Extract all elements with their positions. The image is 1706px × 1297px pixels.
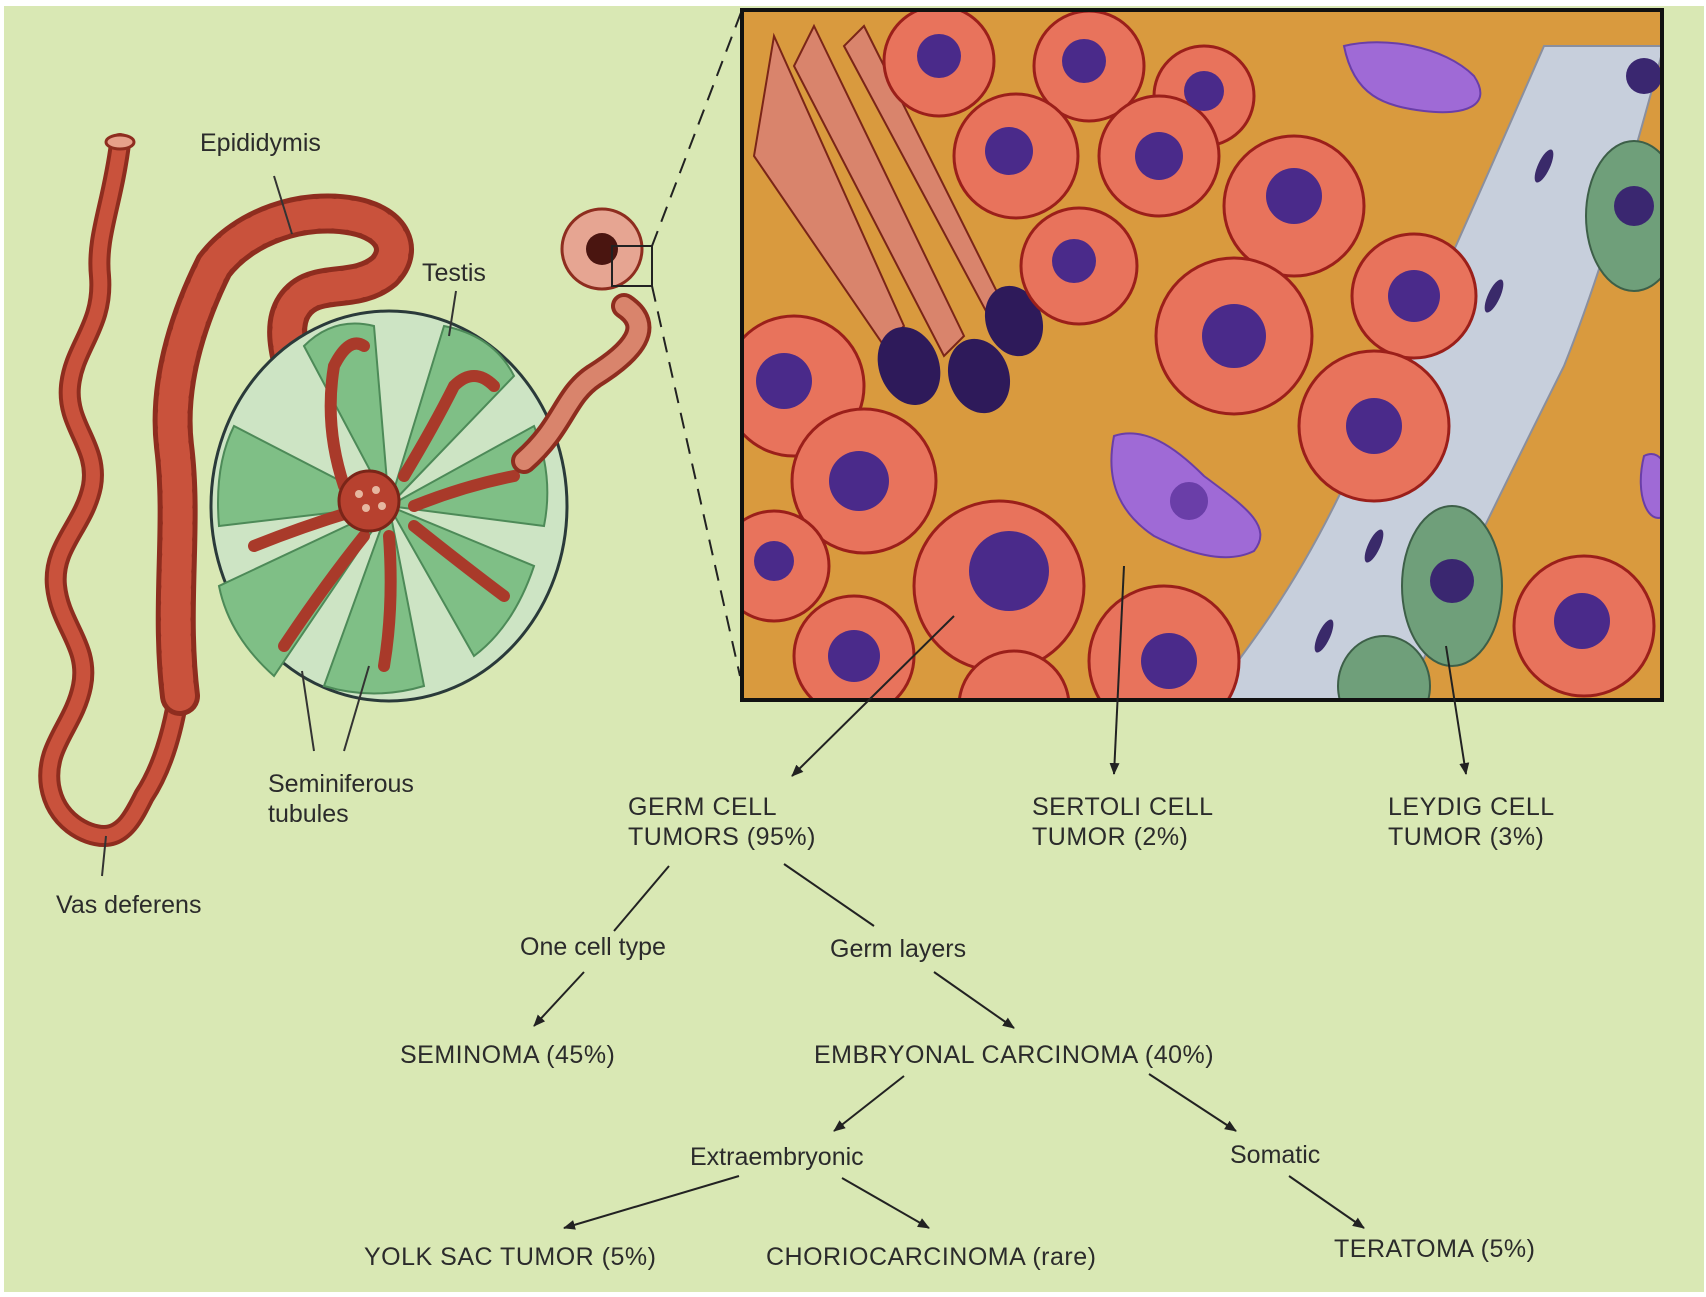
sertoli-cell-tumor-label: SERTOLI CELL TUMOR (2%) bbox=[1032, 792, 1214, 852]
testis-label: Testis bbox=[422, 258, 486, 288]
teratoma-label: TERATOMA (5%) bbox=[1334, 1234, 1535, 1264]
extraembryonic-label: Extraembryonic bbox=[690, 1142, 864, 1172]
testis-body bbox=[211, 311, 567, 701]
yolk-sac-tumor-label: YOLK SAC TUMOR (5%) bbox=[364, 1242, 656, 1272]
seminiferous-tubules-label: Seminiferous tubules bbox=[268, 769, 414, 829]
seminoma-label: SEMINOMA (45%) bbox=[400, 1040, 615, 1070]
microscopic-panel bbox=[719, 6, 1682, 761]
one-cell-type-label: One cell type bbox=[520, 932, 666, 962]
somatic-label: Somatic bbox=[1230, 1140, 1320, 1170]
embryonal-carcinoma-label: EMBRYONAL CARCINOMA (40%) bbox=[814, 1040, 1214, 1070]
choriocarcinoma-label: CHORIOCARCINOMA (rare) bbox=[766, 1242, 1096, 1272]
germ-cell-tumors-label: GERM CELL TUMORS (95%) bbox=[628, 792, 816, 852]
leydig-cell-tumor-label: LEYDIG CELL TUMOR (3%) bbox=[1388, 792, 1555, 852]
illustration bbox=[4, 6, 1704, 1292]
epididymis-label: Epididymis bbox=[200, 128, 321, 158]
zoom-lines bbox=[652, 10, 742, 676]
diagram-page: Epididymis Testis Seminiferous tubules V… bbox=[4, 6, 1704, 1292]
tubule-cross-section bbox=[524, 209, 652, 461]
vas-deferens-label: Vas deferens bbox=[56, 890, 201, 920]
germ-layers-label: Germ layers bbox=[830, 934, 966, 964]
